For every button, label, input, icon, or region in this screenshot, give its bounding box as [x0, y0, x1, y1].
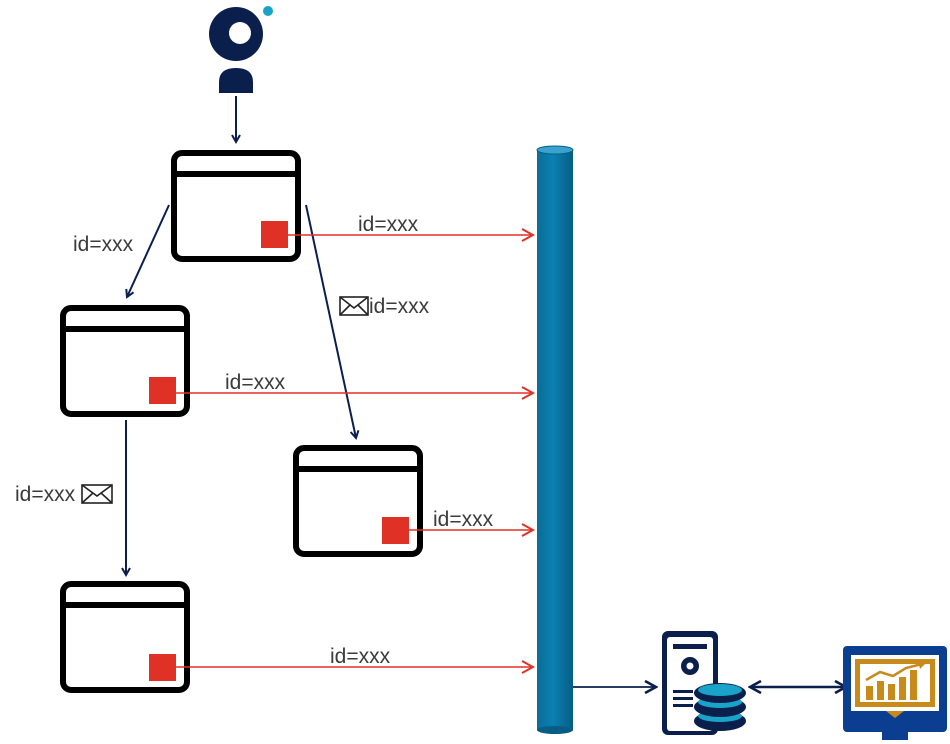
tracking-pixel-icon: [382, 517, 409, 544]
envelope-icon: [81, 484, 113, 504]
message-bus-pipe: [536, 145, 574, 734]
label-browser1-to-bus: id=xxx: [358, 213, 419, 236]
label-browser3-to-bus: id=xxx: [433, 508, 494, 531]
browser1-to-browser2-arrow: [127, 204, 170, 297]
user-icon: [209, 6, 273, 93]
tracking-pixel-icon: [149, 377, 176, 404]
label-browser2-to-browser4-email: id=xxx: [15, 483, 113, 507]
browser-window-3: [293, 445, 423, 557]
browser-window-4: [60, 581, 190, 693]
label-browser2-to-bus: id=xxx: [225, 371, 286, 394]
label-browser1-to-browser3-email: id=xxx: [339, 295, 429, 319]
server-database-icon: [662, 631, 746, 735]
tracking-pixel-icon: [261, 221, 288, 248]
browser-window-1: [171, 150, 301, 262]
label-browser4-to-bus: id=xxx: [330, 645, 391, 668]
tracking-pixel-icon: [149, 654, 176, 681]
browser-window-2: [60, 305, 190, 417]
label-browser1-to-browser2: id=xxx: [73, 233, 134, 256]
analytics-dashboard-icon: [843, 646, 947, 740]
envelope-icon: [339, 296, 369, 316]
browser1-to-browser3-arrow: [305, 204, 356, 438]
